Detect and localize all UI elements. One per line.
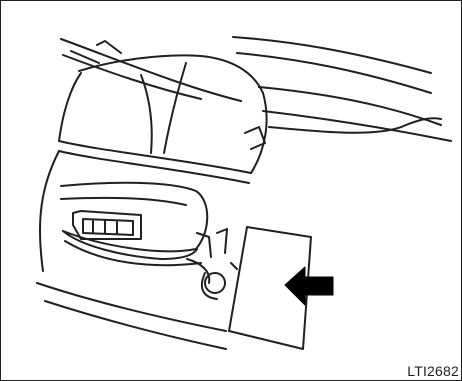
seat <box>59 41 267 265</box>
figure-code-label: LTI2682 <box>407 364 459 378</box>
